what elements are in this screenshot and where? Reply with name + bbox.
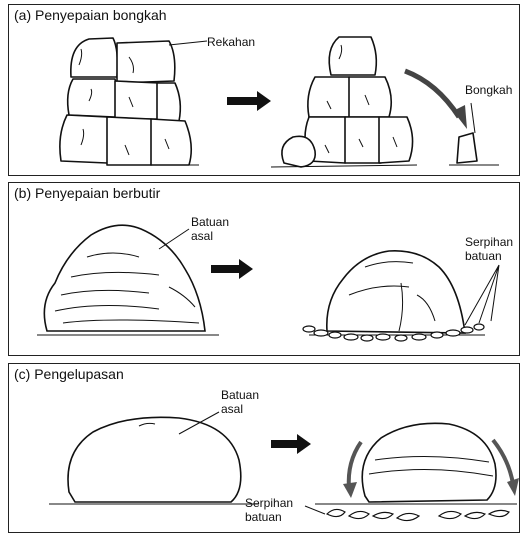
rock-block-top-left (71, 38, 118, 77)
panel-b-illustration (9, 183, 521, 357)
parent-rock-boulder (68, 417, 241, 502)
panel-granular-disintegration: (b) Penyepaian berbutir Batuan asal Serp… (8, 182, 520, 356)
label-parent-rock-c: Batuan asal (221, 388, 259, 416)
rock-block-mid-center (115, 81, 161, 119)
panel-block-disintegration: (a) Penyepaian bongkah (8, 4, 520, 176)
rock-block-bottom-center (107, 117, 154, 165)
label-rock-fragments-b: Serpihan batuan (465, 235, 513, 263)
rock-block-bottom-right (151, 119, 191, 165)
label-rock-fragments-c: Serpihan batuan (245, 496, 293, 524)
rock-block-mid-right (157, 83, 180, 121)
panel-a-illustration (9, 5, 521, 177)
exfoliating-boulder (362, 423, 496, 502)
rock-detached-block (457, 133, 477, 163)
rock-block-right-mid-a (308, 77, 352, 117)
label-block: Bongkah (465, 83, 512, 97)
rock-block-bottom-left (60, 115, 110, 163)
panel-exfoliation: (c) Pengelupasan Batuan asal Serpihan ba… (8, 363, 520, 533)
weathered-rock-mound (327, 251, 465, 333)
exfoliated-shells (327, 509, 509, 520)
process-arrow-c (271, 434, 311, 454)
rock-block-mid-left (68, 79, 117, 117)
parent-rock-mound (44, 225, 205, 331)
rock-block-right-mid-b (349, 77, 391, 117)
label-parent-rock-b: Batuan asal (191, 215, 229, 243)
process-arrow-a (227, 91, 271, 111)
rock-block-right-low-c (379, 117, 413, 163)
rock-boulder-fallen (282, 136, 315, 167)
rock-block-right-top (329, 37, 376, 75)
rock-block-right-low-b (345, 117, 384, 163)
peel-arrow-left (349, 442, 361, 488)
process-arrow-b (211, 259, 253, 279)
rock-block-top-right (117, 41, 175, 83)
label-crack: Rekahan (207, 35, 255, 49)
falling-arrow-a (405, 71, 459, 117)
